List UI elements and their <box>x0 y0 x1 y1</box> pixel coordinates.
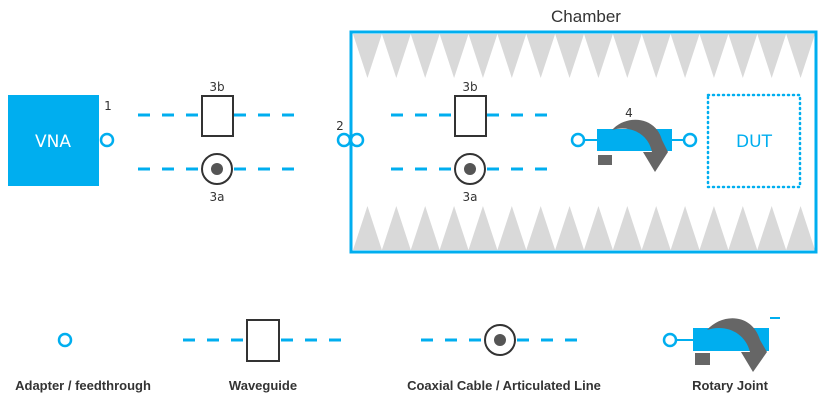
adapter-icon <box>682 132 698 148</box>
absorber-pyramid <box>757 34 787 78</box>
absorber-pyramid <box>526 34 556 78</box>
waveguide-outside-label: 3b <box>209 80 224 94</box>
adapter-icon <box>570 132 586 148</box>
absorber-pyramid <box>612 206 642 250</box>
legend-label: Coaxial Cable / Articulated Line <box>407 378 601 393</box>
coax-inside-label: 3a <box>463 190 478 204</box>
absorber-pyramid <box>353 34 382 78</box>
rotation-arrow-icon <box>707 318 767 372</box>
absorber-pyramid <box>728 206 758 250</box>
absorber-pyramid <box>526 206 556 250</box>
legend-label: Rotary Joint <box>692 378 769 393</box>
coax-outside-label: 3a <box>210 190 225 204</box>
rotation-arrow-icon <box>612 119 668 172</box>
absorber-pyramid <box>584 34 613 78</box>
waveguide-inside: 3b <box>391 80 549 137</box>
adapter-icon <box>57 332 73 348</box>
adapter-icon <box>336 132 352 148</box>
absorber-pyramid <box>757 206 787 250</box>
absorber-pyramid <box>381 34 411 78</box>
adapter-icon <box>99 132 115 148</box>
coax-core-icon <box>494 334 506 346</box>
absorber-pyramid <box>786 34 815 78</box>
waveguide-outside: 3b <box>138 80 296 137</box>
vna: VNA 1 <box>8 95 115 186</box>
absorber-pyramid <box>641 206 671 250</box>
absorber-pyramid <box>353 206 382 250</box>
absorber-pyramid <box>439 34 469 78</box>
feedthrough-port-2: 2 <box>336 119 365 148</box>
coax-core-icon <box>464 163 476 175</box>
absorber-pyramid <box>641 34 671 78</box>
absorber-pyramid <box>410 34 440 78</box>
vna-box <box>8 95 99 186</box>
waveguide-icon <box>246 319 280 362</box>
waveguide-icon <box>454 95 487 137</box>
absorber-pyramid <box>555 34 584 78</box>
coax-outside: 3a <box>138 153 296 204</box>
waveguide-inside-label: 3b <box>462 80 477 94</box>
absorber-pyramid <box>468 34 498 78</box>
legend-label: Waveguide <box>229 378 297 393</box>
legend-item-rotary: Rotary Joint <box>662 317 780 393</box>
rotary-base-icon <box>598 155 612 165</box>
rotary-joint: 4 <box>570 106 698 172</box>
absorber-pyramid <box>699 206 729 250</box>
absorber-pyramid <box>497 34 527 78</box>
absorber-pyramid <box>728 34 758 78</box>
port-2-label: 2 <box>336 119 344 133</box>
coax-inside: 3a <box>391 153 549 204</box>
absorber-pyramid <box>381 206 411 250</box>
absorber-pyramid <box>555 206 584 250</box>
absorber-pyramid <box>410 206 440 250</box>
absorbers-bottom <box>353 206 815 250</box>
absorber-pyramid <box>612 34 642 78</box>
port-1-label: 1 <box>104 99 112 113</box>
vna-label: VNA <box>35 132 71 152</box>
coax-core-icon <box>211 163 223 175</box>
absorber-pyramid <box>468 206 498 250</box>
absorber-pyramid <box>584 206 613 250</box>
chamber-title: Chamber <box>551 7 621 26</box>
adapter-icon <box>662 332 678 348</box>
absorber-pyramid <box>439 206 469 250</box>
absorber-pyramid <box>786 206 815 250</box>
absorber-pyramid <box>497 206 527 250</box>
legend-item-adapter: Adapter / feedthrough <box>15 332 151 393</box>
dut-label: DUT <box>736 132 773 152</box>
absorber-pyramid <box>670 206 700 250</box>
rotary-base-icon <box>695 353 710 365</box>
legend: Adapter / feedthrough Waveguide Coaxial … <box>15 317 780 393</box>
port-4-label: 4 <box>625 106 633 120</box>
absorber-pyramid <box>670 34 700 78</box>
absorbers-top <box>353 34 815 78</box>
chamber <box>349 30 818 254</box>
absorber-pyramid <box>699 34 729 78</box>
waveguide-icon <box>201 95 234 137</box>
legend-item-waveguide: Waveguide <box>183 319 343 393</box>
legend-item-coax: Coaxial Cable / Articulated Line <box>407 324 601 393</box>
legend-label: Adapter / feedthrough <box>15 378 151 393</box>
dut: DUT <box>706 93 802 189</box>
adapter-icon <box>349 132 365 148</box>
dut-boundary <box>706 93 802 189</box>
